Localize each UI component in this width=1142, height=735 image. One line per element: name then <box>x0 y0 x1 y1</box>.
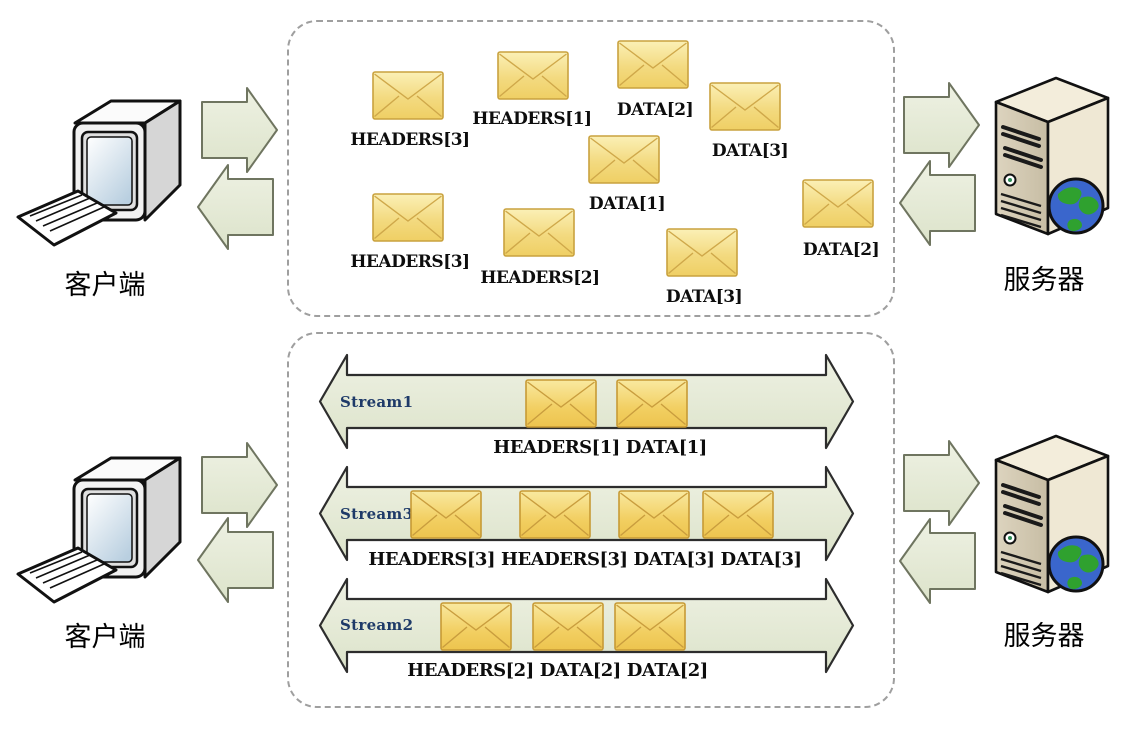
stream-caption: HEADERS[2] DATA[2] DATA[2] <box>290 660 825 681</box>
server-tower-icon <box>994 434 1110 594</box>
frame-label: HEADERS[3] <box>500 549 628 570</box>
frame-label: HEADERS[3] <box>350 130 470 150</box>
server-label: 服务器 <box>1003 265 1085 296</box>
frame-label: DATA[2] <box>802 240 880 260</box>
server-label: 服务器 <box>1003 621 1085 652</box>
client-computer-icon <box>16 99 182 247</box>
stream-name: Stream3 <box>340 505 414 523</box>
frame-envelope-icon <box>702 490 774 539</box>
stream-caption: HEADERS[3] HEADERS[3] DATA[3] DATA[3] <box>300 549 870 570</box>
stream-name: Stream2 <box>340 616 414 634</box>
client-label: 客户端 <box>64 622 146 653</box>
frame-envelope-icon <box>532 602 604 651</box>
client-to-server-arrow-icon <box>903 440 980 526</box>
server-to-client-arrow-icon <box>197 164 274 250</box>
frame-label: HEADERS[3] <box>350 252 470 272</box>
frame-envelope-icon <box>525 379 597 428</box>
frame-label: DATA[3] <box>633 549 716 570</box>
frame-envelope-icon <box>709 82 781 131</box>
server-tower-icon <box>994 76 1110 236</box>
frame-envelope-icon <box>614 602 686 651</box>
frame-label: DATA[3] <box>665 287 743 307</box>
frame-envelope-icon <box>410 490 482 539</box>
frame-envelope-icon <box>802 179 874 228</box>
frame-label: HEADERS[2] <box>480 268 600 288</box>
frame-envelope-icon <box>372 71 444 120</box>
frame-label: DATA[3] <box>711 141 789 161</box>
frame-envelope-icon <box>519 490 591 539</box>
frame-envelope-icon <box>372 193 444 242</box>
frame-label: DATA[2] <box>626 660 709 681</box>
client-computer-icon <box>16 456 182 604</box>
frame-label: DATA[2] <box>616 100 694 120</box>
frame-envelope-icon <box>588 135 660 184</box>
frame-label: HEADERS[3] <box>368 549 495 570</box>
client-to-server-arrow-icon <box>903 82 980 168</box>
frame-label: HEADERS[1] <box>472 109 592 129</box>
frame-envelope-icon <box>666 228 738 277</box>
frame-label: HEADERS[1] <box>493 437 620 458</box>
frame-label: DATA[1] <box>588 194 666 214</box>
client-label: 客户端 <box>64 270 146 301</box>
frame-label: DATA[3] <box>720 549 803 570</box>
frame-envelope-icon <box>440 602 512 651</box>
stream-name: Stream1 <box>340 393 414 411</box>
server-to-client-arrow-icon <box>899 518 976 604</box>
frame-envelope-icon <box>503 208 575 257</box>
frame-label: DATA[1] <box>625 437 708 458</box>
frame-envelope-icon <box>618 490 690 539</box>
stream-caption: HEADERS[1] DATA[1] <box>340 437 860 458</box>
frame-envelope-icon <box>616 379 688 428</box>
frame-envelope-icon <box>497 51 569 100</box>
server-to-client-arrow-icon <box>197 517 274 603</box>
frame-label: HEADERS[2] <box>407 660 534 681</box>
server-to-client-arrow-icon <box>899 160 976 246</box>
frame-envelope-icon <box>617 40 689 89</box>
frame-label: DATA[2] <box>539 660 622 681</box>
